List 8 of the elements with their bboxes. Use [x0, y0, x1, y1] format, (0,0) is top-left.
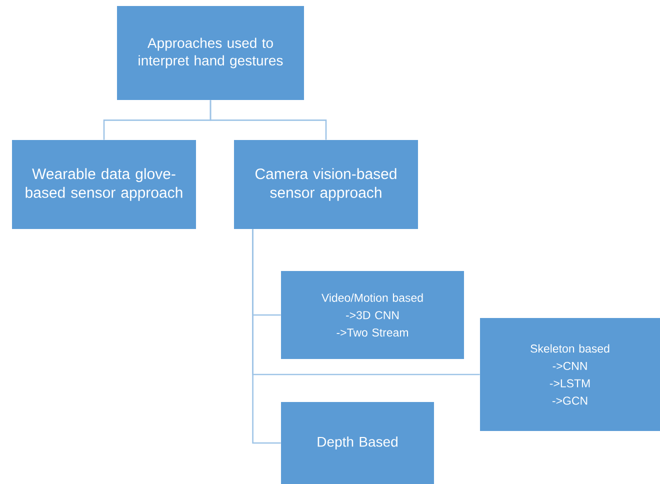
- connector-line: [252, 229, 281, 444]
- process-box: Approaches used to interpret hand gestures: [117, 6, 304, 100]
- category-box: Skeleton based ->CNN ->LSTM ->GCN: [480, 318, 660, 431]
- process-box: Wearable data glove-based sensor approach: [12, 140, 196, 229]
- process-box: Depth Based: [281, 402, 434, 484]
- process-box: Camera vision-based sensor approach: [234, 140, 418, 229]
- category-box: Video/Motion based ->3D CNN ->Two Stream: [281, 271, 464, 359]
- connector-line: [210, 100, 327, 140]
